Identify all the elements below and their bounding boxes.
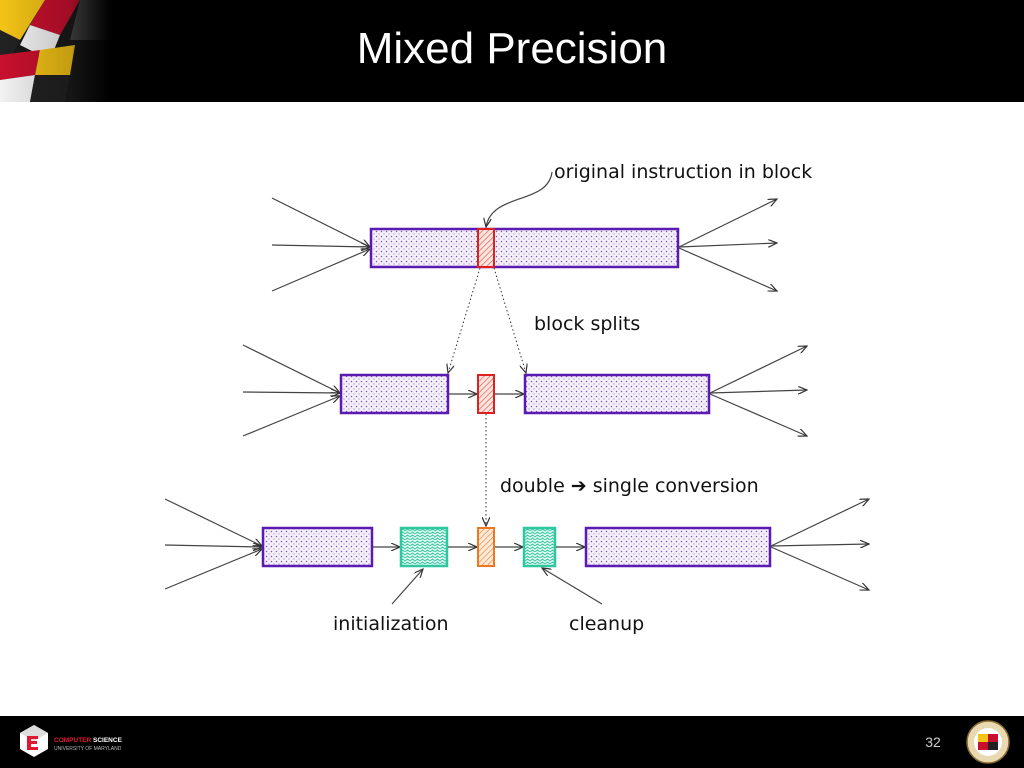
callout-arrow-original xyxy=(486,171,553,227)
slide-title: Mixed Precision xyxy=(356,24,668,73)
label-conversion: double ➔ single conversion xyxy=(500,475,759,497)
university-seal-icon xyxy=(966,720,1010,764)
outgoing-edge xyxy=(770,499,869,547)
wordmark-university: UNIVERSITY OF MARYLAND xyxy=(54,746,122,752)
initialization-block xyxy=(399,526,449,568)
incoming-edge xyxy=(242,344,340,393)
original-block xyxy=(369,227,680,269)
outgoing-edge xyxy=(709,393,807,436)
incoming-edge xyxy=(271,245,370,247)
incoming-edge xyxy=(242,392,340,393)
maryland-flag-logo xyxy=(0,0,110,102)
outgoing-edge xyxy=(709,346,807,394)
row-original xyxy=(271,197,777,292)
outgoing-edge xyxy=(678,199,777,248)
row-converted xyxy=(164,498,869,590)
outgoing-edge xyxy=(678,247,777,291)
wordmark-science: SCIENCE xyxy=(93,737,122,744)
split-block-right xyxy=(523,373,711,415)
conversion-arrow-icon: ➔ xyxy=(571,475,587,497)
computer-science-wordmark: COMPUTER SCIENCE UNIVERSITY OF MARYLAND xyxy=(54,737,122,753)
page-number: 32 xyxy=(925,734,941,750)
slide-footer: COMPUTER SCIENCE UNIVERSITY OF MARYLAND … xyxy=(0,716,1024,768)
label-initialization: initialization xyxy=(333,613,449,635)
incoming-edge xyxy=(271,249,370,292)
cleanup-block xyxy=(522,526,557,568)
label-original-instruction: original instruction in block xyxy=(554,161,812,183)
computer-science-logo-icon xyxy=(20,725,48,757)
outgoing-edge xyxy=(709,390,807,393)
label-block-splits: block splits xyxy=(534,313,640,335)
converted-block-left xyxy=(261,526,374,568)
incoming-edge xyxy=(164,549,262,590)
callout-arrow-cleanup xyxy=(542,568,603,605)
wordmark-computer: COMPUTER xyxy=(54,737,92,744)
split-instruction xyxy=(477,374,495,414)
label-conversion-right: single conversion xyxy=(593,475,759,497)
incoming-edge xyxy=(242,396,340,437)
converted-block-right xyxy=(584,526,772,568)
original-instruction xyxy=(477,228,495,268)
split-block-left xyxy=(339,373,450,415)
row-split xyxy=(242,344,807,437)
incoming-edge xyxy=(271,197,370,247)
incoming-edge xyxy=(164,498,262,546)
outgoing-edge xyxy=(678,243,777,248)
split-guide-left xyxy=(448,267,481,373)
callout-arrow-initialization xyxy=(391,569,423,605)
split-guide-right xyxy=(493,267,526,373)
slide-header: Mixed Precision xyxy=(0,0,1024,102)
label-conversion-left: double xyxy=(500,475,565,497)
converted-instruction xyxy=(477,527,495,567)
outgoing-edge xyxy=(770,546,869,590)
outgoing-edge xyxy=(770,544,869,546)
label-cleanup: cleanup xyxy=(569,613,644,635)
incoming-edge xyxy=(164,545,262,547)
